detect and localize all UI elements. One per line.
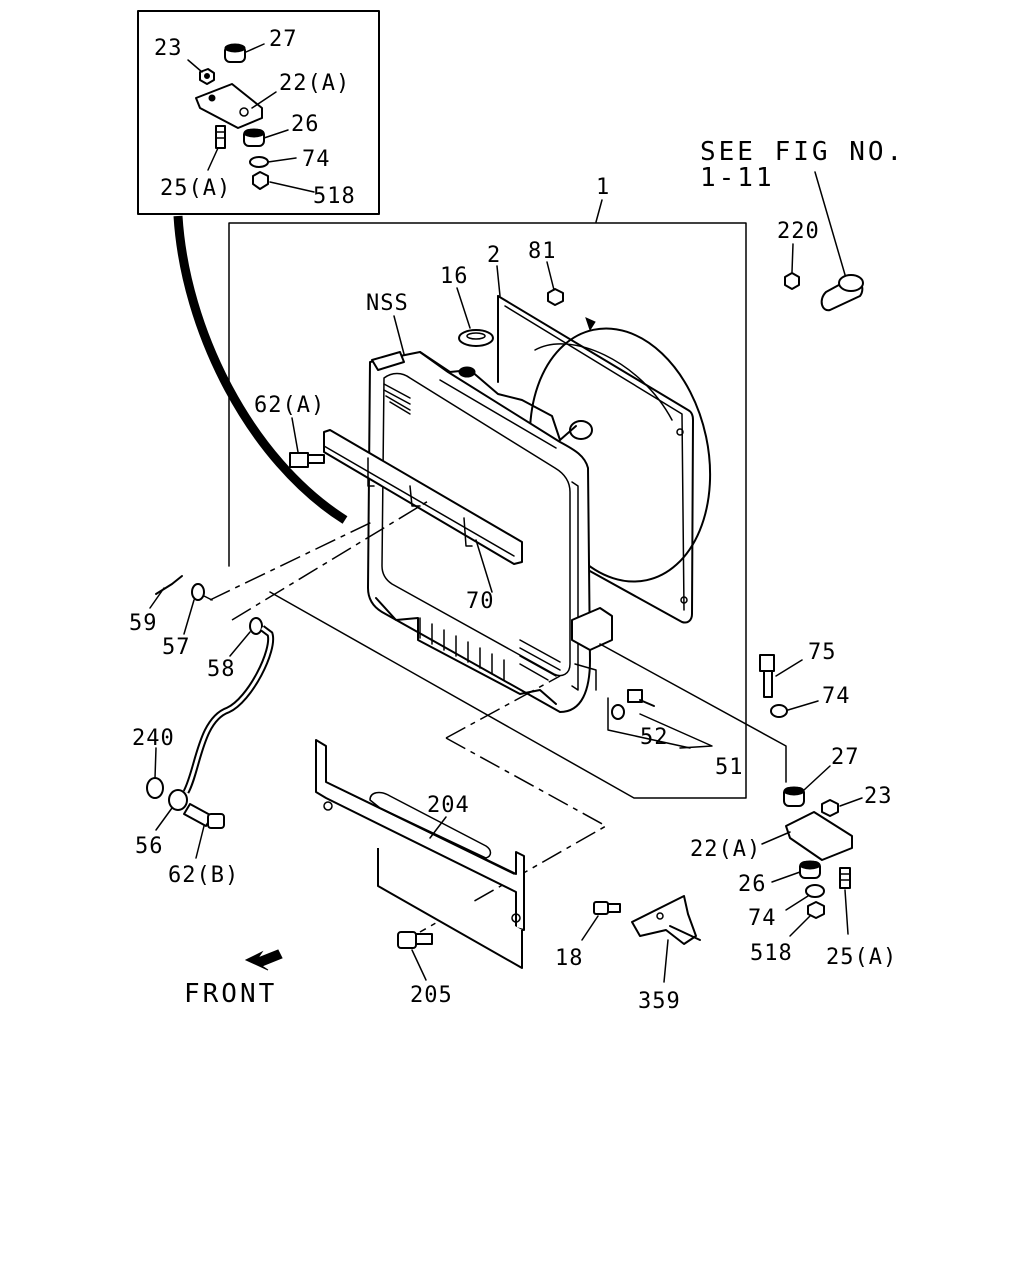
label-22a: 22(A): [279, 71, 350, 96]
label-23-right: 23: [864, 784, 893, 809]
bushing-27-right: [783, 786, 805, 807]
nut-23-right: [821, 799, 839, 817]
label-nss: NSS: [366, 291, 409, 316]
washer-56: [168, 789, 188, 811]
inset-bushing-26: [243, 128, 265, 147]
inset-washer-74: [249, 156, 269, 168]
washer-74-right: [770, 704, 788, 718]
label-18: 18: [555, 946, 584, 971]
label-16: 16: [440, 264, 469, 289]
label-27: 27: [269, 27, 298, 52]
inset-nut-518: [252, 171, 269, 190]
nut-81: [547, 288, 564, 306]
label-52: 52: [640, 725, 669, 750]
nut-240: [146, 777, 164, 799]
bracket-359: [631, 895, 701, 945]
bolt-62b: [183, 803, 225, 829]
label-518: 518: [313, 184, 356, 209]
label-27-right: 27: [831, 745, 860, 770]
bolt-75: [759, 654, 775, 698]
inset-bolt-25a: [215, 125, 226, 149]
label-25a: 25(A): [160, 176, 231, 201]
clamp-220: [784, 272, 864, 312]
inset-bracket-22a: [195, 83, 263, 129]
baffle-70: [323, 429, 523, 565]
label-1: 1: [596, 175, 610, 200]
washer-58: [249, 617, 263, 635]
hose-clip-59: [155, 575, 183, 595]
label-57: 57: [162, 635, 191, 660]
label-51: 51: [715, 755, 744, 780]
label-204: 204: [427, 793, 470, 818]
label-240: 240: [132, 726, 175, 751]
label-518-right: 518: [750, 941, 793, 966]
label-62a: 62(A): [254, 393, 325, 418]
label-220: 220: [777, 219, 820, 244]
label-26-right: 26: [738, 872, 767, 897]
label-81: 81: [528, 239, 557, 264]
front-direction-arrow-icon: [244, 949, 283, 971]
label-22a-right: 22(A): [690, 837, 761, 862]
washer-57: [191, 583, 205, 601]
bolt-62a: [289, 452, 325, 468]
label-62b: 62(B): [168, 863, 239, 888]
label-74-right: 74: [822, 684, 851, 709]
label-74: 74: [302, 147, 331, 172]
label-56: 56: [135, 834, 164, 859]
label-59: 59: [129, 611, 158, 636]
label-23: 23: [154, 36, 183, 61]
bolt-52: [611, 689, 655, 720]
lower-support-204: [315, 739, 525, 969]
label-25a-right: 25(A): [826, 945, 897, 970]
label-58: 58: [207, 657, 236, 682]
bushing-26-right: [799, 860, 821, 879]
bracket-22a-right: [785, 811, 853, 861]
label-26: 26: [291, 112, 320, 137]
radiator-assembly-boundary: [228, 199, 747, 799]
inset-bushing-27: [224, 43, 246, 63]
inset-nut-23: [199, 68, 215, 85]
see-fig-line-2: 1-11: [700, 163, 775, 193]
label-70: 70: [466, 589, 495, 614]
label-205: 205: [410, 983, 453, 1008]
label-359: 359: [638, 989, 681, 1014]
see-fig-line-1: SEE FIG NO.: [700, 137, 905, 167]
label-74-lower: 74: [748, 906, 777, 931]
radiator-cap-16: [458, 329, 494, 347]
label-2: 2: [487, 243, 501, 268]
bolt-205: [397, 931, 433, 949]
bolt-18: [593, 901, 621, 915]
nut-518-right: [807, 901, 825, 919]
label-75: 75: [808, 640, 837, 665]
bolt-25a-right: [839, 867, 851, 889]
washer-74-lower: [805, 884, 825, 898]
front-label: FRONT: [184, 979, 277, 1009]
